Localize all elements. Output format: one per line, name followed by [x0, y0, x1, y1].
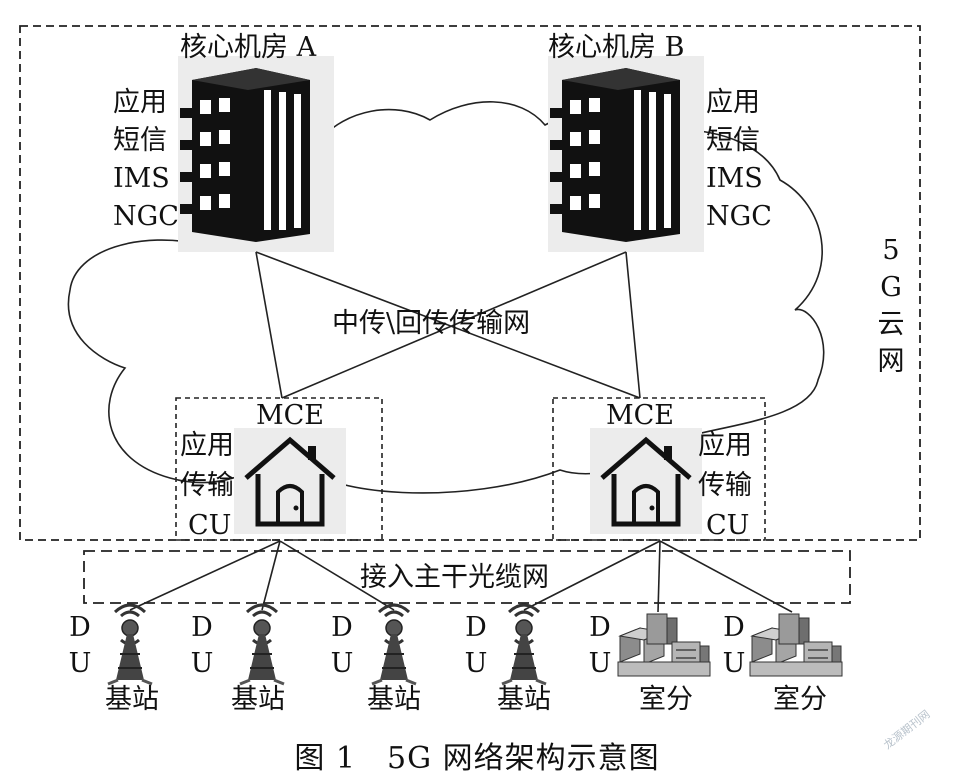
du-char: U	[588, 648, 612, 679]
du-char: U	[722, 648, 746, 679]
core-b-service: 短信	[706, 125, 760, 156]
du-char: D	[69, 612, 91, 643]
du-char: U	[68, 648, 92, 679]
cloud-label-char: G	[880, 272, 902, 303]
indoor-distribution-icon	[749, 613, 843, 677]
core-a-service: IMS	[113, 163, 170, 194]
du-char: D	[331, 612, 353, 643]
base-station-icon	[500, 603, 548, 686]
site-label: 基站	[231, 684, 285, 715]
mce-right-service: CU	[706, 510, 750, 541]
access-backbone-label: 接入主干光缆网	[360, 562, 549, 593]
core-b-service: IMS	[706, 163, 763, 194]
core-a-service: 短信	[113, 125, 167, 156]
du-char: U	[330, 648, 354, 679]
mce-right-title: MCE	[605, 400, 674, 431]
du-char: D	[465, 612, 487, 643]
link-core-b-mce-left	[281, 251, 627, 399]
core-room-a-title: 核心机房 A	[180, 32, 317, 63]
core-room-b-building-icon	[548, 56, 704, 252]
base-station-icon	[370, 603, 418, 686]
cloud-label-char: 网	[877, 346, 905, 377]
base-station-icon	[238, 603, 286, 686]
site-label: 基站	[367, 684, 421, 715]
cloud-label-char: 云	[877, 309, 905, 340]
core-a-service: 应用	[113, 87, 167, 118]
mce-right-box	[552, 397, 766, 541]
mce-right-services: 应用 传输 CU	[698, 426, 752, 546]
mce-right-service: 传输	[698, 470, 752, 501]
figure-caption: 图 1 5G 网络架构示意图	[294, 741, 660, 776]
access-link	[523, 540, 661, 611]
core-b-service: NGC	[706, 201, 772, 232]
mce-left-service: 应用	[180, 430, 234, 461]
cloud-network-label: 5 G 云 网	[876, 232, 906, 380]
du-char: U	[464, 648, 488, 679]
mce-left-services: 应用 传输 CU	[180, 426, 234, 546]
site-label: 基站	[497, 684, 551, 715]
core-b-service: 应用	[706, 87, 760, 118]
cloud-network-boundary	[19, 25, 921, 541]
mce-left-service: 传输	[180, 470, 234, 501]
link-core-a-mce-left	[255, 251, 283, 399]
site-label: 基站	[105, 684, 159, 715]
link-core-a-mce-right	[255, 251, 641, 399]
indoor-distribution-icon	[617, 613, 711, 677]
core-room-a-services: 应用 短信 IMS NGC	[113, 84, 179, 236]
core-room-a-building-icon	[178, 56, 334, 252]
site-label: 室分	[639, 684, 693, 715]
site-label: 室分	[773, 684, 827, 715]
core-room-b-services: 应用 短信 IMS NGC	[706, 84, 772, 236]
access-link	[261, 540, 281, 611]
mce-left-service: CU	[188, 510, 232, 541]
access-link	[279, 540, 395, 611]
transport-network-label: 中传\回传传输网	[332, 308, 531, 339]
core-room-b-title: 核心机房 B	[548, 32, 685, 63]
du-char: D	[191, 612, 213, 643]
cloud-outline	[67, 101, 825, 494]
access-backbone-box	[83, 550, 851, 604]
link-core-b-mce-right	[625, 251, 641, 399]
base-station-icon	[106, 603, 154, 686]
cloud-label-char: 5	[882, 235, 900, 266]
mce-left-box	[175, 397, 383, 541]
core-a-service: NGC	[113, 201, 179, 232]
mce-left-title: MCE	[255, 400, 324, 431]
access-link	[129, 540, 281, 611]
mce-left-house-icon	[234, 428, 346, 534]
mce-right-house-icon	[590, 428, 702, 534]
du-char: D	[589, 612, 611, 643]
du-char: U	[190, 648, 214, 679]
du-char: D	[723, 612, 745, 643]
access-link	[657, 540, 661, 613]
mce-right-service: 应用	[698, 430, 752, 461]
access-link	[659, 540, 793, 613]
